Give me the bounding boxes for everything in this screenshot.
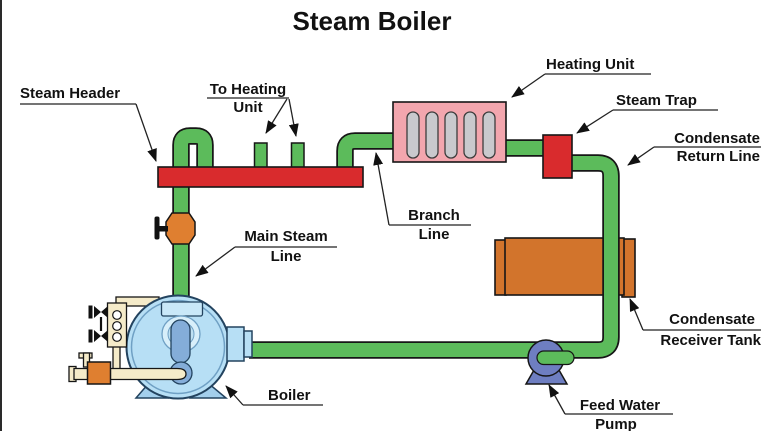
image-left-border (0, 0, 2, 431)
svg-text:Steam Trap: Steam Trap (616, 92, 697, 109)
label-feed-water-pump: Feed Water Pump (548, 384, 673, 431)
svg-text:Line: Line (271, 248, 302, 265)
svg-text:Steam Header: Steam Header (20, 85, 120, 102)
gauge-valve-bottom (88, 329, 108, 343)
sight-glass-1 (112, 310, 122, 320)
label-to-heating-unit: To Heating Unit (207, 81, 299, 137)
main-steam-line-pipe (172, 127, 214, 302)
svg-text:Boiler: Boiler (268, 387, 311, 404)
label-steam-header: Steam Header (20, 85, 157, 162)
svg-text:Heating Unit: Heating Unit (546, 56, 634, 73)
gauge-bottom-link (112, 345, 121, 370)
leader-arrow (548, 384, 566, 415)
svg-text:To Heating: To Heating (210, 81, 286, 98)
leader-arrow (576, 109, 614, 134)
leader-arrow (288, 98, 299, 137)
svg-text:Branch: Branch (408, 207, 460, 224)
boiler-shell-inner-ring (130, 299, 226, 395)
heating-stub-pipe-2 (290, 142, 305, 171)
svg-text:Condensate: Condensate (674, 130, 760, 147)
valve-handle (154, 216, 160, 240)
diagram-title: Steam Boiler (293, 6, 452, 36)
label-condensate-receiver-tank: Condensate Receiver Tank (629, 298, 761, 349)
svg-text:Return Line: Return Line (677, 148, 760, 165)
label-main-steam-line: Main Steam Line (195, 228, 337, 277)
label-condensate-return-line: Condensate Return Line (627, 130, 761, 166)
label-boiler: Boiler (225, 385, 323, 406)
heating-coil-5 (482, 111, 496, 159)
boiler-outlet-neck (243, 330, 253, 358)
gauge-valve-top (88, 305, 108, 319)
steam-trap-box (542, 134, 573, 179)
leader-arrow (627, 146, 655, 166)
heating-coil-2 (425, 111, 439, 159)
branch-line-pipe (336, 132, 398, 170)
label-branch-line: Branch Line (373, 152, 471, 243)
leader-arrow (629, 298, 644, 331)
leader-arrow (511, 73, 546, 98)
svg-text:Pump: Pump (595, 416, 637, 431)
boiler-top-plate (160, 301, 204, 317)
svg-text:Receiver Tank: Receiver Tank (660, 332, 761, 349)
leader-arrow (265, 98, 288, 134)
svg-text:Unit: Unit (233, 99, 262, 116)
sight-glass-2 (112, 321, 122, 331)
condensate-return-pipe (249, 154, 620, 359)
blowdown-stub (82, 352, 91, 368)
blowdown-line (68, 352, 187, 385)
feed-water-pump (524, 339, 575, 385)
heating-unit-box (392, 101, 507, 163)
sight-glass-3 (112, 332, 122, 342)
svg-text:Main Steam: Main Steam (244, 228, 327, 245)
pump-through-pipe (536, 350, 575, 366)
svg-text:Line: Line (419, 226, 450, 243)
label-steam-trap: Steam Trap (576, 92, 718, 134)
label-heating-unit: Heating Unit (511, 56, 651, 98)
steam-header-bar (157, 166, 364, 188)
water-column-gauge (88, 302, 128, 370)
leader-arrow (373, 152, 390, 226)
leader-arrow (135, 103, 157, 162)
heating-coil-3 (444, 111, 458, 159)
boiler-dip-tube (170, 319, 191, 364)
boiler (68, 294, 253, 400)
leader-arrow (195, 246, 236, 277)
boiler-outlet-flange (226, 326, 245, 362)
valve-stem (158, 226, 168, 232)
blowdown-valve (86, 361, 112, 385)
svg-text:Condensate: Condensate (669, 311, 755, 328)
main-steam-valve (154, 212, 196, 245)
leader-arrow (225, 385, 244, 406)
heating-coil-1 (406, 111, 420, 159)
heating-stub-pipe-1 (253, 142, 268, 171)
heating-coil-4 (463, 111, 477, 159)
svg-text:Feed Water: Feed Water (580, 397, 660, 414)
